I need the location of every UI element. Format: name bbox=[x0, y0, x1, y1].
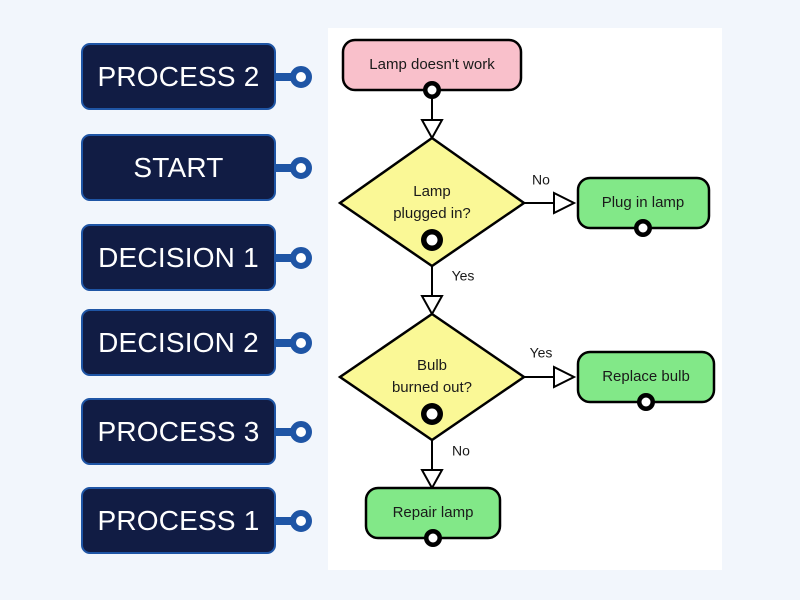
label-box[interactable]: DECISION 1 bbox=[81, 224, 276, 291]
label-text: PROCESS 2 bbox=[97, 60, 260, 92]
node-decision2-label-line2: burned out? bbox=[392, 379, 472, 396]
connector-dot-icon[interactable] bbox=[275, 65, 313, 88]
label-box[interactable]: PROCESS 2 bbox=[81, 43, 276, 110]
label-row-start[interactable]: START bbox=[81, 134, 313, 201]
flowchart-canvas: No Yes Yes No Lamp doesn't work bbox=[328, 28, 722, 570]
connector-ring bbox=[290, 156, 312, 179]
label-text: PROCESS 1 bbox=[97, 504, 260, 536]
edge-decision1-to-decision2: Yes bbox=[420, 266, 475, 317]
connector-dot-icon[interactable] bbox=[275, 420, 313, 443]
connector-stem bbox=[275, 516, 297, 525]
node-decision1-label-line2: plugged in? bbox=[393, 205, 471, 222]
edge-label-no-2: No bbox=[452, 443, 470, 459]
node-plug-marker-icon[interactable] bbox=[634, 219, 652, 237]
flowchart-svg: No Yes Yes No Lamp doesn't work bbox=[337, 38, 716, 547]
node-decision1-marker-icon[interactable] bbox=[421, 229, 443, 251]
label-box[interactable]: PROCESS 3 bbox=[81, 398, 276, 465]
node-repair-marker-icon[interactable] bbox=[424, 529, 442, 547]
edge-label-yes-2: Yes bbox=[530, 345, 553, 361]
node-plug-label: Plug in lamp bbox=[602, 194, 685, 211]
label-row-process-2[interactable]: PROCESS 2 bbox=[81, 43, 313, 110]
connector-ring bbox=[290, 420, 312, 443]
node-decision1-label-line1: Lamp bbox=[413, 183, 451, 200]
node-replace-label: Replace bulb bbox=[602, 368, 690, 385]
node-start-marker-icon[interactable] bbox=[423, 81, 441, 99]
node-start[interactable]: Lamp doesn't work bbox=[341, 38, 523, 99]
connector-ring bbox=[290, 509, 312, 532]
label-column: PROCESS 2 START DECISION 1 DECISION 2 bbox=[0, 0, 328, 600]
node-repair-label: Repair lamp bbox=[393, 504, 474, 521]
edge-label-no-1: No bbox=[532, 172, 550, 188]
label-row-decision-1[interactable]: DECISION 1 bbox=[81, 224, 313, 291]
connector-ring bbox=[290, 331, 312, 354]
connector-stem bbox=[275, 163, 297, 172]
connector-stem bbox=[275, 427, 297, 436]
label-text: PROCESS 3 bbox=[97, 415, 260, 447]
label-box[interactable]: PROCESS 1 bbox=[81, 487, 276, 554]
connector-stem bbox=[275, 338, 297, 347]
connector-stem bbox=[275, 253, 297, 262]
connector-dot-icon[interactable] bbox=[275, 509, 313, 532]
edge-decision1-to-plug: No bbox=[524, 172, 577, 215]
connector-stem bbox=[275, 72, 297, 81]
connector-dot-icon[interactable] bbox=[275, 331, 313, 354]
label-row-process-3[interactable]: PROCESS 3 bbox=[81, 398, 313, 465]
label-row-decision-2[interactable]: DECISION 2 bbox=[81, 309, 313, 376]
label-text: DECISION 1 bbox=[98, 241, 259, 273]
connector-dot-icon[interactable] bbox=[275, 246, 313, 269]
label-text: DECISION 2 bbox=[98, 326, 259, 358]
node-decision2-marker-icon[interactable] bbox=[421, 403, 443, 425]
edge-decision2-to-repair: No bbox=[420, 440, 470, 491]
node-start-label: Lamp doesn't work bbox=[369, 56, 495, 73]
node-plug-in-lamp[interactable]: Plug in lamp bbox=[576, 176, 711, 237]
connector-dot-icon[interactable] bbox=[275, 156, 313, 179]
edge-label-yes-1: Yes bbox=[452, 268, 475, 284]
node-replace-marker-icon[interactable] bbox=[637, 393, 655, 411]
label-box[interactable]: START bbox=[81, 134, 276, 201]
node-repair-lamp[interactable]: Repair lamp bbox=[364, 486, 502, 547]
node-decision1[interactable]: Lamp plugged in? bbox=[337, 136, 527, 268]
edge-decision2-to-replace: Yes bbox=[524, 345, 577, 389]
node-decision2[interactable]: Bulb burned out? bbox=[337, 312, 527, 442]
label-box[interactable]: DECISION 2 bbox=[81, 309, 276, 376]
label-row-process-1[interactable]: PROCESS 1 bbox=[81, 487, 313, 554]
node-replace-bulb[interactable]: Replace bulb bbox=[576, 350, 716, 411]
connector-ring bbox=[290, 246, 312, 269]
node-decision2-label-line1: Bulb bbox=[417, 357, 447, 374]
connector-ring bbox=[290, 65, 312, 88]
label-text: START bbox=[133, 151, 224, 183]
